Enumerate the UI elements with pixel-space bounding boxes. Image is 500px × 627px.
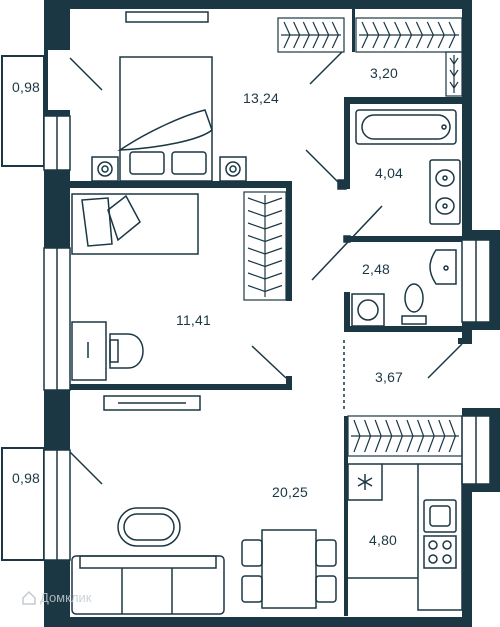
kitchen-counter <box>417 463 463 611</box>
pillow-right <box>171 151 207 175</box>
desk <box>71 321 107 381</box>
living-furniture <box>71 507 337 615</box>
area-toilet: 2,48 <box>362 261 391 277</box>
wall-right-top <box>462 0 472 230</box>
wall-wardrobe-left <box>352 8 355 52</box>
wall-bed-kids <box>66 181 292 188</box>
wall-right-bottom2 <box>490 408 500 492</box>
chair-left-1 <box>241 539 263 567</box>
wall-wc-right-stub <box>458 338 472 344</box>
watermark-logo-icon <box>22 591 36 605</box>
doors <box>69 51 463 485</box>
wall-right-bottom3 <box>462 484 500 492</box>
area-bedroom: 13,24 <box>243 90 280 106</box>
wall-left-2 <box>44 110 70 116</box>
balcony-top <box>1 55 45 167</box>
double-sink <box>429 159 461 225</box>
wardrobe-top <box>355 17 463 53</box>
nightstand-right <box>219 156 247 182</box>
walls <box>44 0 500 627</box>
toilet-fixtures <box>351 249 457 327</box>
wardrobe-hall <box>347 415 463 457</box>
wall-left-5 <box>44 560 70 627</box>
chair-right-1 <box>315 539 337 567</box>
sofa <box>71 555 225 615</box>
area-living-room: 20,25 <box>272 484 309 500</box>
tv-bedroom <box>125 11 209 23</box>
wall-kitchen-left <box>344 416 348 616</box>
fridge <box>347 463 383 501</box>
chair-left-2 <box>241 575 263 603</box>
area-hallway: 3,67 <box>375 369 404 385</box>
balcony-bottom <box>1 447 45 561</box>
tv-stand <box>103 395 201 411</box>
chair-right-2 <box>315 575 337 603</box>
area-bathroom: 4,04 <box>375 165 404 181</box>
area-balcony-top: 0,98 <box>12 79 41 95</box>
wall-left-3 <box>44 170 70 248</box>
wall-bottom <box>44 617 472 627</box>
wall-kids-right <box>286 181 292 301</box>
bed-frame <box>119 56 213 182</box>
wardrobe-kids <box>243 191 287 301</box>
wall-left-1 <box>44 50 48 110</box>
wall-kids-right-stub <box>286 376 292 390</box>
kids-furniture <box>71 193 201 411</box>
wall-wc-bottom <box>344 326 468 332</box>
wall-right-mid2 <box>490 230 500 330</box>
wall-left-4 <box>44 390 70 450</box>
wc-tank <box>401 315 427 325</box>
single-bed <box>71 193 199 255</box>
kitchen-fixtures <box>347 463 463 611</box>
bathroom-fixtures <box>355 109 461 225</box>
desk-chair <box>109 333 144 369</box>
wall-wc-left <box>344 292 350 332</box>
pillow-left <box>129 151 165 175</box>
bed-double <box>91 11 247 182</box>
area-wardrobe: 3,20 <box>370 65 399 81</box>
wall-bath-bottom <box>344 236 468 242</box>
cooktop <box>423 535 457 569</box>
wall-right-bottom <box>462 408 500 416</box>
area-kids-room: 11,41 <box>176 312 211 328</box>
wall-top <box>44 0 472 9</box>
coffee-table <box>117 507 181 547</box>
wall-right-low <box>462 330 472 342</box>
windows <box>43 115 491 561</box>
wall-bath-top <box>344 97 468 104</box>
bathtub <box>355 109 457 145</box>
wall-right-mid <box>462 230 500 240</box>
area-balcony-bottom: 0,98 <box>12 470 41 486</box>
area-kitchen: 4,80 <box>369 532 398 548</box>
wall-left-upper <box>44 0 70 50</box>
wc-bowl <box>404 283 424 313</box>
wardrobe-bedroom <box>277 17 345 53</box>
wall-kids-bottom <box>66 384 292 390</box>
washing-machine <box>351 293 385 327</box>
wall-right-bottom4 <box>462 492 472 627</box>
wall-bath-left <box>344 97 350 189</box>
wardrobes <box>243 17 463 457</box>
kitchen-sink <box>423 499 457 533</box>
watermark: Домклик <box>40 590 92 605</box>
wc-sink <box>429 249 457 285</box>
wardrobe-side <box>445 51 463 97</box>
wall-right-mid3 <box>462 322 500 330</box>
dining-table <box>261 529 317 609</box>
nightstand-left <box>91 156 119 182</box>
